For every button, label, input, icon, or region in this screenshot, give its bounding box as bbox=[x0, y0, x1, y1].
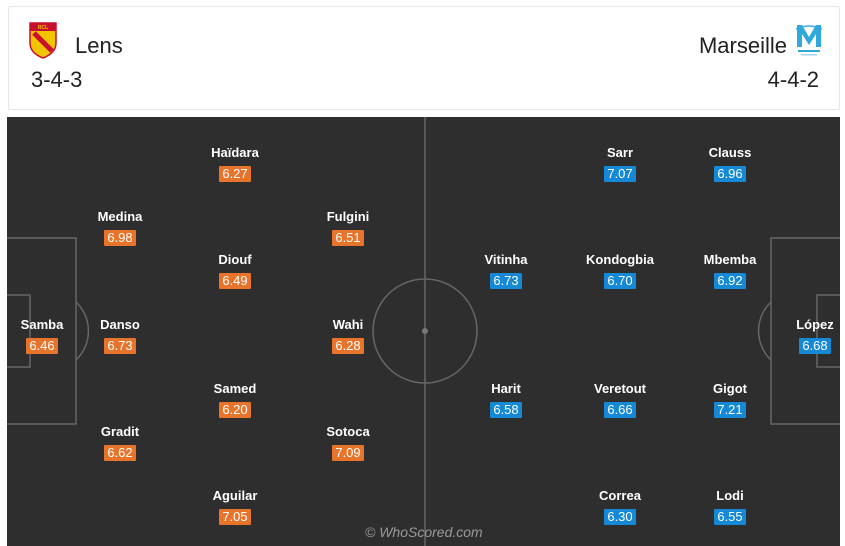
player-name: Clauss bbox=[708, 145, 752, 160]
player-rating-badge: 6.27 bbox=[219, 166, 251, 182]
away-player[interactable]: Correa 6.30 bbox=[560, 488, 680, 526]
away-player[interactable]: López 6.68 bbox=[755, 317, 840, 355]
pitch-markings bbox=[7, 117, 840, 546]
player-rating-badge: 6.73 bbox=[490, 273, 522, 289]
player-rating-badge: 6.92 bbox=[714, 273, 746, 289]
player-rating-badge: 7.09 bbox=[332, 445, 364, 461]
away-player[interactable]: Vitinha 6.73 bbox=[446, 252, 566, 290]
home-player[interactable]: Wahi 6.28 bbox=[288, 317, 408, 355]
home-player[interactable]: Gradit 6.62 bbox=[60, 424, 180, 462]
player-name: Danso bbox=[100, 317, 140, 332]
player-rating-badge: 6.66 bbox=[604, 402, 636, 418]
player-name: Samed bbox=[213, 381, 257, 396]
away-formation: 4-4-2 bbox=[767, 67, 819, 92]
home-player[interactable]: Samed 6.20 bbox=[175, 381, 295, 419]
player-rating-badge: 7.05 bbox=[219, 509, 251, 525]
player-rating-badge: 6.55 bbox=[714, 509, 746, 525]
player-name: Medina bbox=[97, 209, 143, 224]
player-rating-badge: 6.20 bbox=[219, 402, 251, 418]
match-header: RCL Lens 3-4-3 Marseille 4-4-2 bbox=[8, 6, 840, 110]
away-player[interactable]: Gigot 7.21 bbox=[670, 381, 790, 419]
player-rating-badge: 6.70 bbox=[604, 273, 636, 289]
player-rating-badge: 6.49 bbox=[219, 273, 251, 289]
player-name: Samba bbox=[20, 317, 64, 332]
player-name: Gigot bbox=[713, 381, 747, 396]
player-name: Sarr bbox=[606, 145, 634, 160]
player-rating-badge: 6.46 bbox=[26, 338, 58, 354]
player-rating-badge: 6.62 bbox=[104, 445, 136, 461]
player-rating-badge: 7.21 bbox=[714, 402, 746, 418]
home-player[interactable]: Samba 6.46 bbox=[7, 317, 102, 355]
away-team-name: Marseille bbox=[698, 33, 787, 58]
player-name: Fulgini bbox=[326, 209, 370, 224]
away-player[interactable]: Clauss 6.96 bbox=[670, 145, 790, 183]
player-name: Sotoca bbox=[326, 424, 370, 439]
player-name: Wahi bbox=[332, 317, 364, 332]
away-player[interactable]: Veretout 6.66 bbox=[560, 381, 680, 419]
player-rating-badge: 6.98 bbox=[104, 230, 136, 246]
whoscored-watermark: © WhoScored.com bbox=[365, 524, 483, 540]
player-name: Kondogbia bbox=[586, 252, 654, 267]
player-name: Gradit bbox=[100, 424, 140, 439]
away-player[interactable]: Lodi 6.55 bbox=[670, 488, 790, 526]
player-rating-badge: 6.51 bbox=[332, 230, 364, 246]
player-name: Harit bbox=[491, 381, 521, 396]
player-rating-badge: 6.73 bbox=[104, 338, 136, 354]
home-player[interactable]: Aguilar 7.05 bbox=[175, 488, 295, 526]
player-rating-badge: 6.28 bbox=[332, 338, 364, 354]
home-team-name: Lens bbox=[75, 33, 123, 58]
away-player[interactable]: Kondogbia 6.70 bbox=[560, 252, 680, 290]
player-name: Mbemba bbox=[703, 252, 757, 267]
away-player[interactable]: Mbemba 6.92 bbox=[670, 252, 790, 290]
player-name: Vitinha bbox=[484, 252, 528, 267]
player-rating-badge: 7.07 bbox=[604, 166, 636, 182]
player-rating-badge: 6.96 bbox=[714, 166, 746, 182]
player-rating-badge: 6.58 bbox=[490, 402, 522, 418]
home-player[interactable]: Medina 6.98 bbox=[60, 209, 180, 247]
player-name: Haïdara bbox=[211, 145, 259, 160]
marseille-crest-icon bbox=[793, 23, 825, 57]
away-player[interactable]: Sarr 7.07 bbox=[560, 145, 680, 183]
lens-crest-text: RCL bbox=[38, 25, 48, 31]
home-player[interactable]: Sotoca 7.09 bbox=[288, 424, 408, 462]
home-player[interactable]: Diouf 6.49 bbox=[175, 252, 295, 290]
player-name: Correa bbox=[599, 488, 641, 503]
player-name: Lodi bbox=[716, 488, 744, 503]
player-name: López bbox=[796, 317, 834, 332]
home-formation: 3-4-3 bbox=[31, 67, 83, 92]
player-name: Veretout bbox=[593, 381, 646, 396]
player-name: Aguilar bbox=[212, 488, 258, 503]
home-player[interactable]: Danso 6.73 bbox=[60, 317, 180, 355]
player-name: Diouf bbox=[218, 252, 252, 267]
away-player[interactable]: Harit 6.58 bbox=[446, 381, 566, 419]
player-rating-badge: 6.68 bbox=[799, 338, 831, 354]
player-rating-badge: 6.30 bbox=[604, 509, 636, 525]
lens-crest-icon: RCL bbox=[28, 21, 58, 59]
home-player[interactable]: Fulgini 6.51 bbox=[288, 209, 408, 247]
home-player[interactable]: Haïdara 6.27 bbox=[175, 145, 295, 183]
